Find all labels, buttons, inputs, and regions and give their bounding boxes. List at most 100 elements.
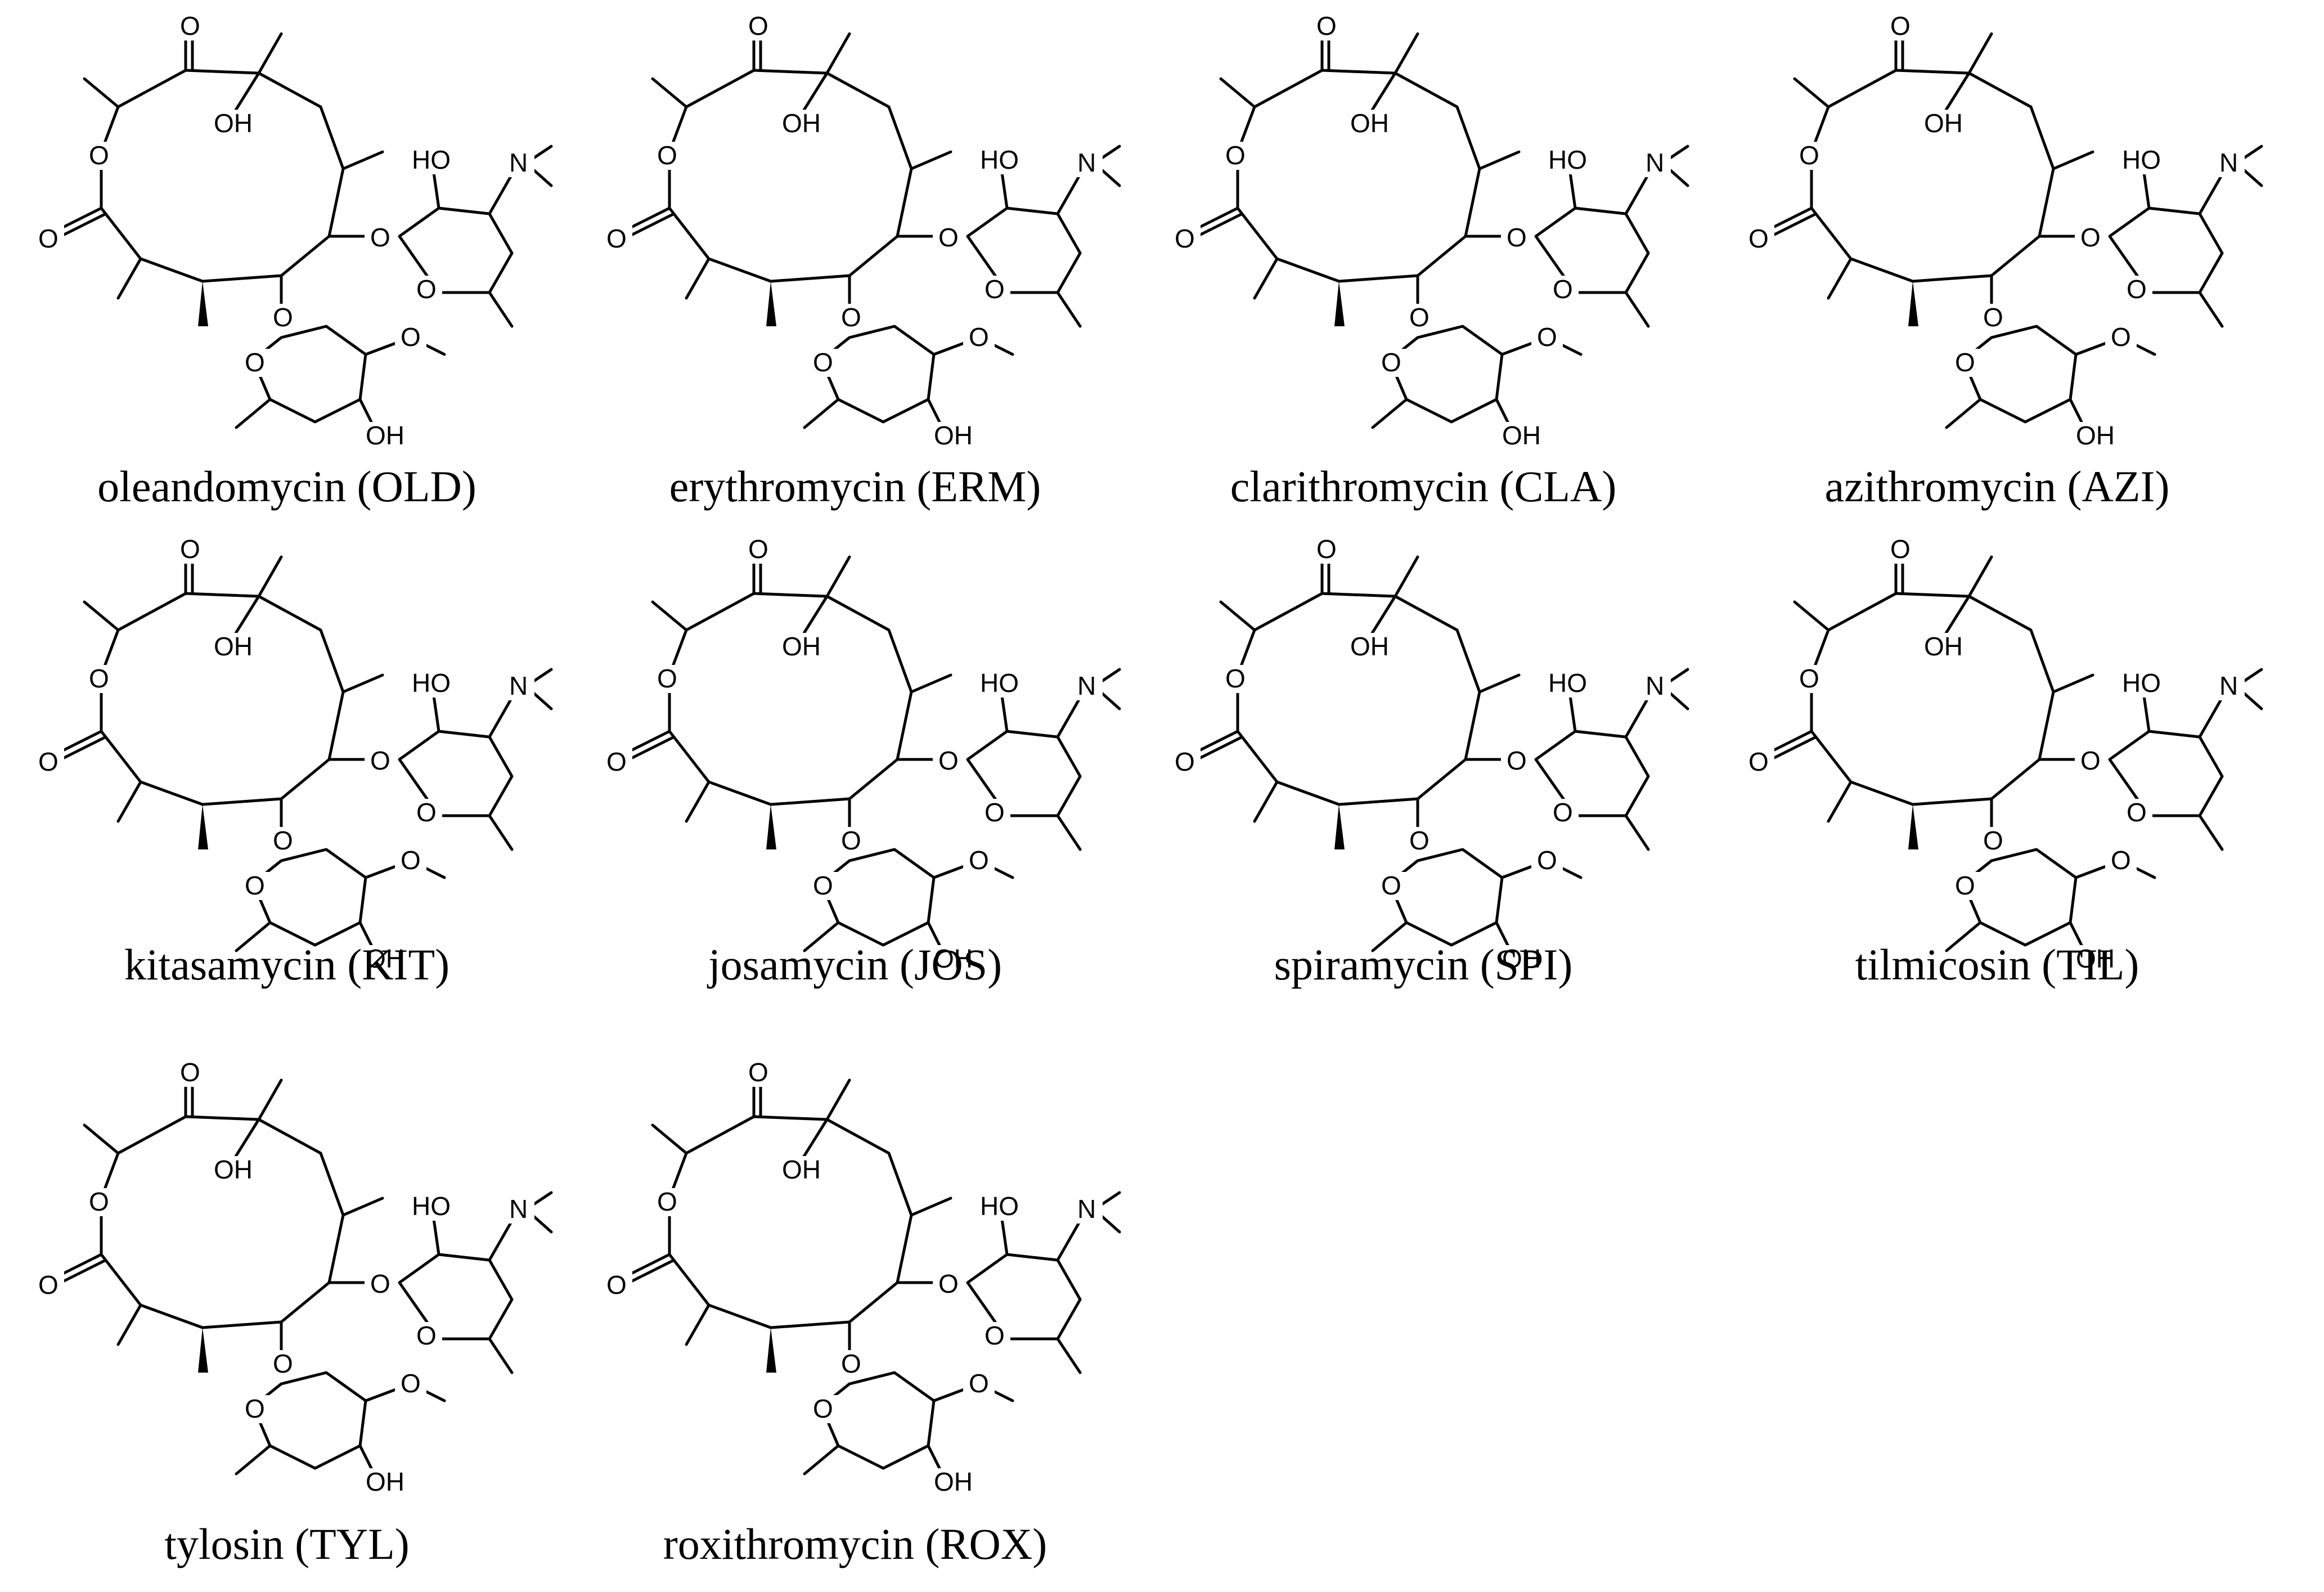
methyl-bond <box>803 1444 840 1476</box>
methyl-bond <box>2198 814 2224 851</box>
atom-label: OH <box>782 1155 821 1184</box>
structure-drawing: O O OH O O O HO N O O <box>17 11 557 456</box>
hydroxyl-bond <box>431 1213 440 1256</box>
methyl-bond <box>1056 1337 1082 1374</box>
methyl-bond <box>803 398 840 429</box>
structure-drawing: O O OH O O O HO N O O <box>1727 534 2267 979</box>
structure-drawing: O O OH O O O HO N O O <box>17 534 557 979</box>
methyl-bond <box>1056 291 1082 328</box>
atom-label: O <box>1175 747 1195 776</box>
atom-label: O <box>1983 826 2003 855</box>
methyl-bond <box>1219 77 1256 109</box>
methyl-bond <box>116 1303 142 1346</box>
atom-label: O <box>38 224 59 253</box>
atom-label: HO <box>980 668 1019 698</box>
atom-label: O <box>969 322 989 352</box>
methyl-bond <box>1967 32 1993 75</box>
methyl-bond <box>1478 150 1521 170</box>
atom-label: O <box>2127 275 2147 304</box>
atom-label: N <box>2219 148 2238 177</box>
molecule-svg: O O OH O O O HO N O O <box>601 1058 1121 1496</box>
atom-label: O <box>273 303 293 332</box>
amine-bond <box>1056 696 1082 739</box>
methyl-bond <box>1827 257 1853 300</box>
atom-label: O <box>370 223 390 252</box>
wedge-bond <box>1908 281 1918 326</box>
atom-label: O <box>416 1321 437 1350</box>
atom-label: O <box>2080 746 2101 775</box>
atom-label: O <box>2127 798 2147 827</box>
amine-bond <box>488 1219 514 1262</box>
methyl-bond <box>83 1123 120 1155</box>
atom-label: N <box>509 1194 528 1224</box>
methyl-bond <box>1253 257 1279 300</box>
atom-label: OH <box>1924 632 1963 661</box>
amine-bond <box>1056 1219 1082 1262</box>
atom-label: O <box>657 664 677 693</box>
structure-drawing: O O OH O O O HO N O O <box>585 534 1125 979</box>
amine-bond <box>1056 173 1082 215</box>
atom-label: N <box>1077 1194 1096 1224</box>
methyl-bond <box>116 257 142 300</box>
methyl-bond <box>651 77 688 109</box>
structure-panel-jos: O O OH O O O HO N O O <box>579 534 1131 1052</box>
atom-label: O <box>1537 322 1557 352</box>
lactone-ring <box>1810 69 2055 283</box>
atom-label: HO <box>412 1191 451 1221</box>
wedge-bond <box>198 804 208 849</box>
methyl-bond <box>2198 291 2224 328</box>
atom-label: O <box>1537 846 1557 875</box>
methyl-bond <box>1393 555 1419 598</box>
atom-label: OH <box>1350 109 1389 138</box>
atom-label: N <box>1646 148 1664 177</box>
molecule-svg: O O OH O O O HO N O O <box>33 534 553 973</box>
amine-bond <box>488 173 514 215</box>
molecule-svg: O O OH O O O HO N O O <box>601 11 1121 450</box>
methyl-bond <box>1624 814 1650 851</box>
atom-label: O <box>1553 798 1573 827</box>
atom-label: OH <box>2076 421 2115 450</box>
atom-label: OH <box>366 1467 404 1496</box>
methyl-bond <box>910 1197 952 1217</box>
structure-panel-til: O O OH O O O HO N O O <box>1721 534 2273 1052</box>
molecule-svg: O O OH O O O HO N O O <box>1743 534 2263 973</box>
methyl-bond <box>1827 780 1853 823</box>
methyl-bond <box>1056 814 1082 851</box>
atom-label: O <box>841 303 861 332</box>
atom-label: O <box>1890 534 1911 564</box>
methyl-bond <box>825 1078 851 1121</box>
structure-drawing: O O OH O O O HO N O O <box>1153 534 1693 979</box>
methyl-bond <box>341 673 384 694</box>
hydroxyl-bond <box>1000 1213 1009 1256</box>
lactone-ring <box>100 592 345 806</box>
methyl-bond <box>488 814 514 851</box>
atom-label: O <box>813 348 833 377</box>
atom-label: HO <box>1548 668 1587 698</box>
atom-label: O <box>370 1269 390 1298</box>
amine-bond <box>1624 696 1650 739</box>
methyl-bond <box>1793 600 1830 632</box>
structure-panel-cla: O O OH O O O HO N O O <box>1148 11 1699 529</box>
atom-label: O <box>1507 746 1527 775</box>
atom-label: HO <box>412 668 451 698</box>
atom-label: O <box>416 275 437 304</box>
atom-label: OH <box>1502 944 1541 973</box>
methyl-bond <box>257 555 283 598</box>
lactone-ring <box>100 69 345 283</box>
methyl-bond <box>910 150 952 170</box>
structure-panel-erm: O O OH O O O HO N O O <box>579 11 1131 529</box>
atom-label: O <box>1748 747 1769 776</box>
lactone-ring <box>100 1115 345 1329</box>
atom-label: O <box>89 141 109 170</box>
compound-caption: oleandomycin (OLD) <box>97 462 477 511</box>
atom-label: O <box>273 826 293 855</box>
atom-label: O <box>748 11 768 41</box>
atom-label: O <box>1799 141 1819 170</box>
structure-panel-spi: O O OH O O O HO N O O <box>1148 534 1699 1052</box>
atom-label: O <box>1175 224 1195 253</box>
methyl-bond <box>2052 150 2094 170</box>
atom-label: O <box>1381 871 1401 900</box>
structure-drawing: O O OH O O O HO N O O <box>17 1058 557 1502</box>
atom-label: O <box>841 826 861 855</box>
molecule-svg: O O OH O O O HO N O O <box>33 11 553 450</box>
